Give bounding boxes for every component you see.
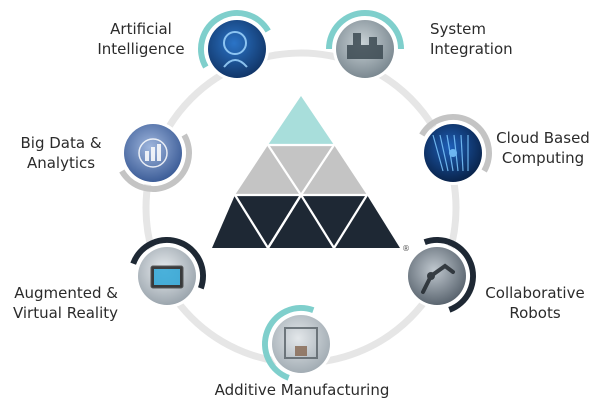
3d-printer-icon xyxy=(272,315,330,373)
accent-arc xyxy=(423,237,476,313)
ai-head-glyph xyxy=(223,31,248,68)
node-ar xyxy=(130,237,206,308)
factory-line-glyph xyxy=(347,33,383,59)
registered-mark: ® xyxy=(402,244,410,253)
label-big-data-analytics: Big Data & Analytics xyxy=(20,134,102,172)
accent-arc xyxy=(419,114,492,173)
accent-arc xyxy=(198,10,271,69)
3d-printer-glyph xyxy=(284,327,318,359)
node-additive xyxy=(262,305,333,381)
pyramid-top-tier xyxy=(268,96,334,145)
robot-arm-icon xyxy=(408,247,466,305)
label-augmented-virtual-reality: Augmented & Virtual Reality xyxy=(12,284,118,322)
pyramid-middle-tier xyxy=(235,145,367,195)
tablet-ar-glyph xyxy=(150,265,184,289)
ai-head-icon xyxy=(208,20,266,78)
accent-arc xyxy=(130,237,206,290)
label-system-integration: System Integration xyxy=(430,20,513,58)
data-dashboard-glyph xyxy=(138,138,168,168)
accent-arc xyxy=(326,10,404,50)
label-artificial-intelligence: Artificial Intelligence xyxy=(97,20,185,58)
robot-arm-glyph xyxy=(421,263,455,294)
node-ai xyxy=(198,10,271,81)
label-collaborative-robots: Collaborative Robots xyxy=(485,284,585,322)
label-cloud-based-computing: Cloud Based Computing xyxy=(496,129,590,167)
node-system xyxy=(326,10,404,81)
node-bigdata xyxy=(119,121,192,192)
node-cobots xyxy=(405,237,476,313)
node-cloud xyxy=(419,114,492,185)
pyramid-logo xyxy=(212,96,400,249)
accent-arc xyxy=(262,305,315,381)
accent-arc xyxy=(119,133,192,192)
network-lines-glyph xyxy=(432,134,469,172)
label-additive-manufacturing: Additive Manufacturing xyxy=(214,381,390,399)
